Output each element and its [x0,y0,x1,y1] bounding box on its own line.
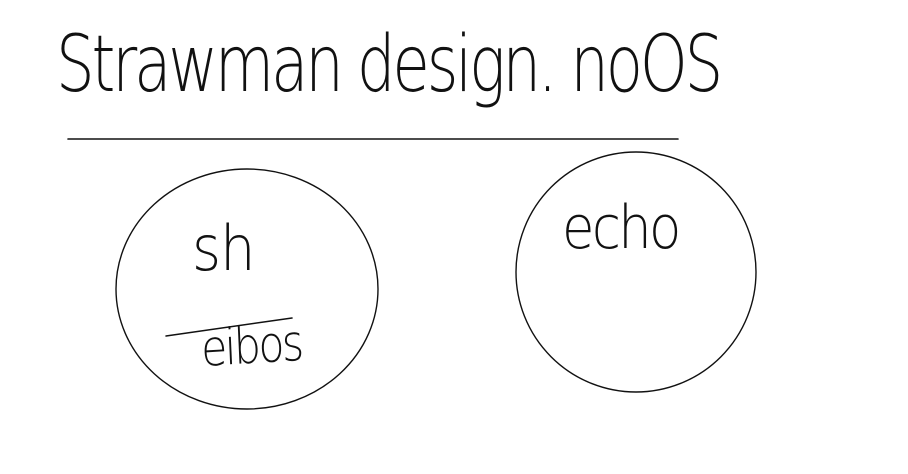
node-circle-sh [115,168,379,410]
node-divider-sh [165,317,293,337]
node-label-sh: sh [192,212,256,285]
node-label-echo: echo [562,193,681,263]
node-circle-echo [515,151,757,393]
node-sublabel-sh: eibos [199,313,303,378]
diagram-title: Strawman design. noOS [56,20,723,110]
